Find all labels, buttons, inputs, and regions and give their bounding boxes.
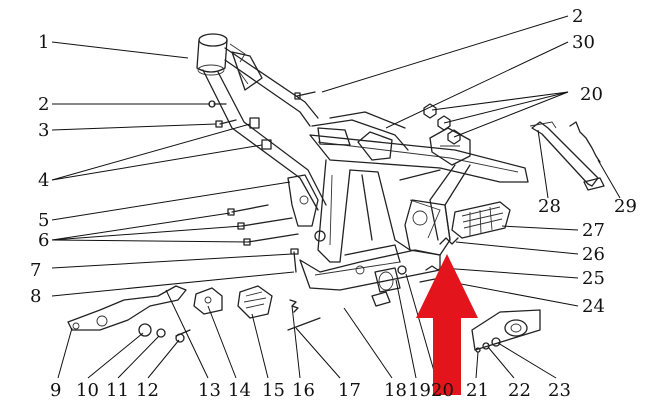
callout-20-lower: 20: [431, 380, 454, 401]
callout-24: 24: [582, 296, 605, 317]
callout-1: 1: [38, 32, 49, 53]
callout-27: 27: [582, 220, 605, 241]
callout-6: 6: [38, 230, 49, 251]
callout-28: 28: [538, 196, 561, 217]
callout-8: 8: [30, 286, 41, 307]
callout-23: 23: [548, 380, 571, 401]
hardware-bolts: [208, 91, 461, 331]
brake-pedal-assembly: [67, 285, 191, 343]
callout-18: 18: [384, 380, 407, 401]
right-footpeg: [451, 201, 511, 239]
callout-29: 29: [614, 196, 637, 217]
callout-25: 25: [582, 268, 605, 289]
callout-2: 2: [38, 94, 49, 115]
callout-labels: 1 2 30 2 20 3 4 5 28 29 6 27 26 7 25 8 2…: [30, 6, 637, 401]
callout-13: 13: [198, 380, 221, 401]
callout-11: 11: [106, 380, 129, 401]
callout-2: 2: [572, 6, 583, 27]
callout-21: 21: [466, 380, 489, 401]
callout-14: 14: [228, 380, 251, 401]
footpeg-bracket: [193, 287, 223, 315]
inset-bushing-detail: [471, 309, 541, 353]
callout-4: 4: [38, 170, 49, 191]
callout-30: 30: [572, 32, 595, 53]
callout-17: 17: [338, 380, 361, 401]
leader-lines: [51, 15, 621, 379]
callout-16: 16: [292, 380, 315, 401]
main-frame: [196, 33, 529, 293]
callout-20: 20: [580, 84, 603, 105]
callout-15: 15: [262, 380, 285, 401]
callout-9: 9: [50, 380, 61, 401]
callout-3: 3: [38, 120, 49, 141]
callout-7: 7: [30, 260, 41, 281]
callout-19: 19: [408, 380, 431, 401]
red-arrow-indicator: [416, 254, 478, 395]
callout-10: 10: [76, 380, 99, 401]
callout-5: 5: [38, 210, 49, 231]
callout-22: 22: [508, 380, 531, 401]
callout-26: 26: [582, 244, 605, 265]
side-stand: [529, 121, 605, 191]
left-footpeg: [237, 285, 273, 319]
callout-12: 12: [136, 380, 159, 401]
